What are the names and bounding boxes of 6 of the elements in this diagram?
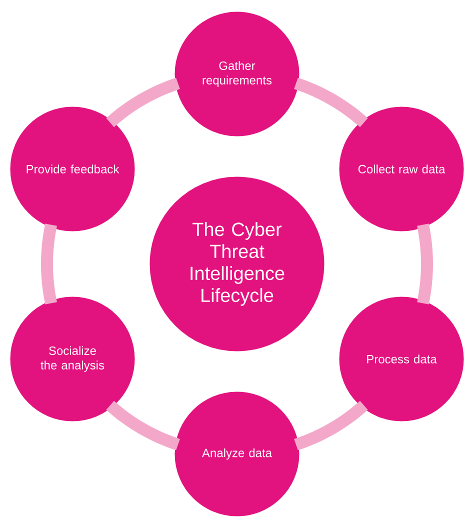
ring-arc [106,400,180,450]
ring-arc [41,224,57,304]
ring-arc [106,78,180,128]
ring-arc [294,78,368,128]
ring-arc [294,400,368,450]
ring-arc [417,224,433,304]
